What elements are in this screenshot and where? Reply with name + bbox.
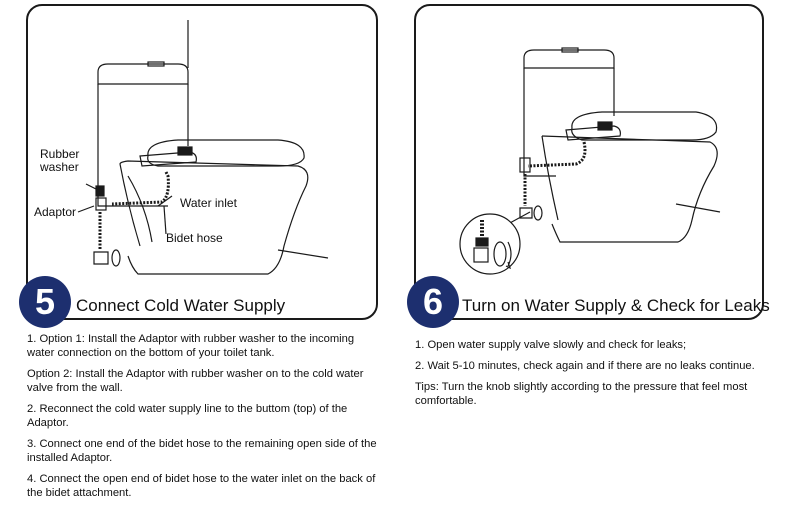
step5-instruction: 3. Connect one end of the bidet hose to … bbox=[27, 438, 377, 464]
step-number-badge-5: 5 bbox=[19, 276, 71, 328]
step6-instruction: 1. Open water supply valve slowly and ch… bbox=[415, 339, 687, 351]
step5-instruction: Option 2: Install the Adaptor with rubbe… bbox=[27, 368, 364, 394]
callout-rubber-washer: Rubber washer bbox=[40, 147, 80, 174]
step5-instruction: 1. Option 1: Install the Adaptor with ru… bbox=[27, 333, 355, 359]
callout-bidet-hose: Bidet hose bbox=[166, 231, 223, 245]
step5-instruction: 4. Connect the open end of bidet hose to… bbox=[27, 473, 376, 499]
step5-instructions: 1. Option 1: Install the Adaptor with ru… bbox=[27, 332, 383, 507]
toilet-illustration-step5 bbox=[77, 20, 329, 275]
callout-water-inlet: Water inlet bbox=[180, 196, 237, 210]
step6-heading: Turn on Water Supply & Check for Leaks bbox=[462, 296, 770, 315]
step-number-badge-6: 6 bbox=[407, 276, 459, 328]
toilet-illustration-step6 bbox=[459, 47, 721, 275]
step6-illustration-panel bbox=[414, 4, 764, 320]
step6-instructions: 1. Open water supply valve slowly and ch… bbox=[415, 338, 787, 415]
step5-heading: Connect Cold Water Supply bbox=[76, 296, 286, 315]
step6-tips: Tips: Turn the knob slightly according t… bbox=[415, 381, 748, 407]
step6-instruction: 2. Wait 5-10 minutes, check again and if… bbox=[415, 360, 755, 372]
step5-illustration-panel bbox=[26, 4, 378, 320]
callout-adaptor: Adaptor bbox=[34, 205, 77, 219]
step5-instruction: 2. Reconnect the cold water supply line … bbox=[27, 403, 348, 429]
